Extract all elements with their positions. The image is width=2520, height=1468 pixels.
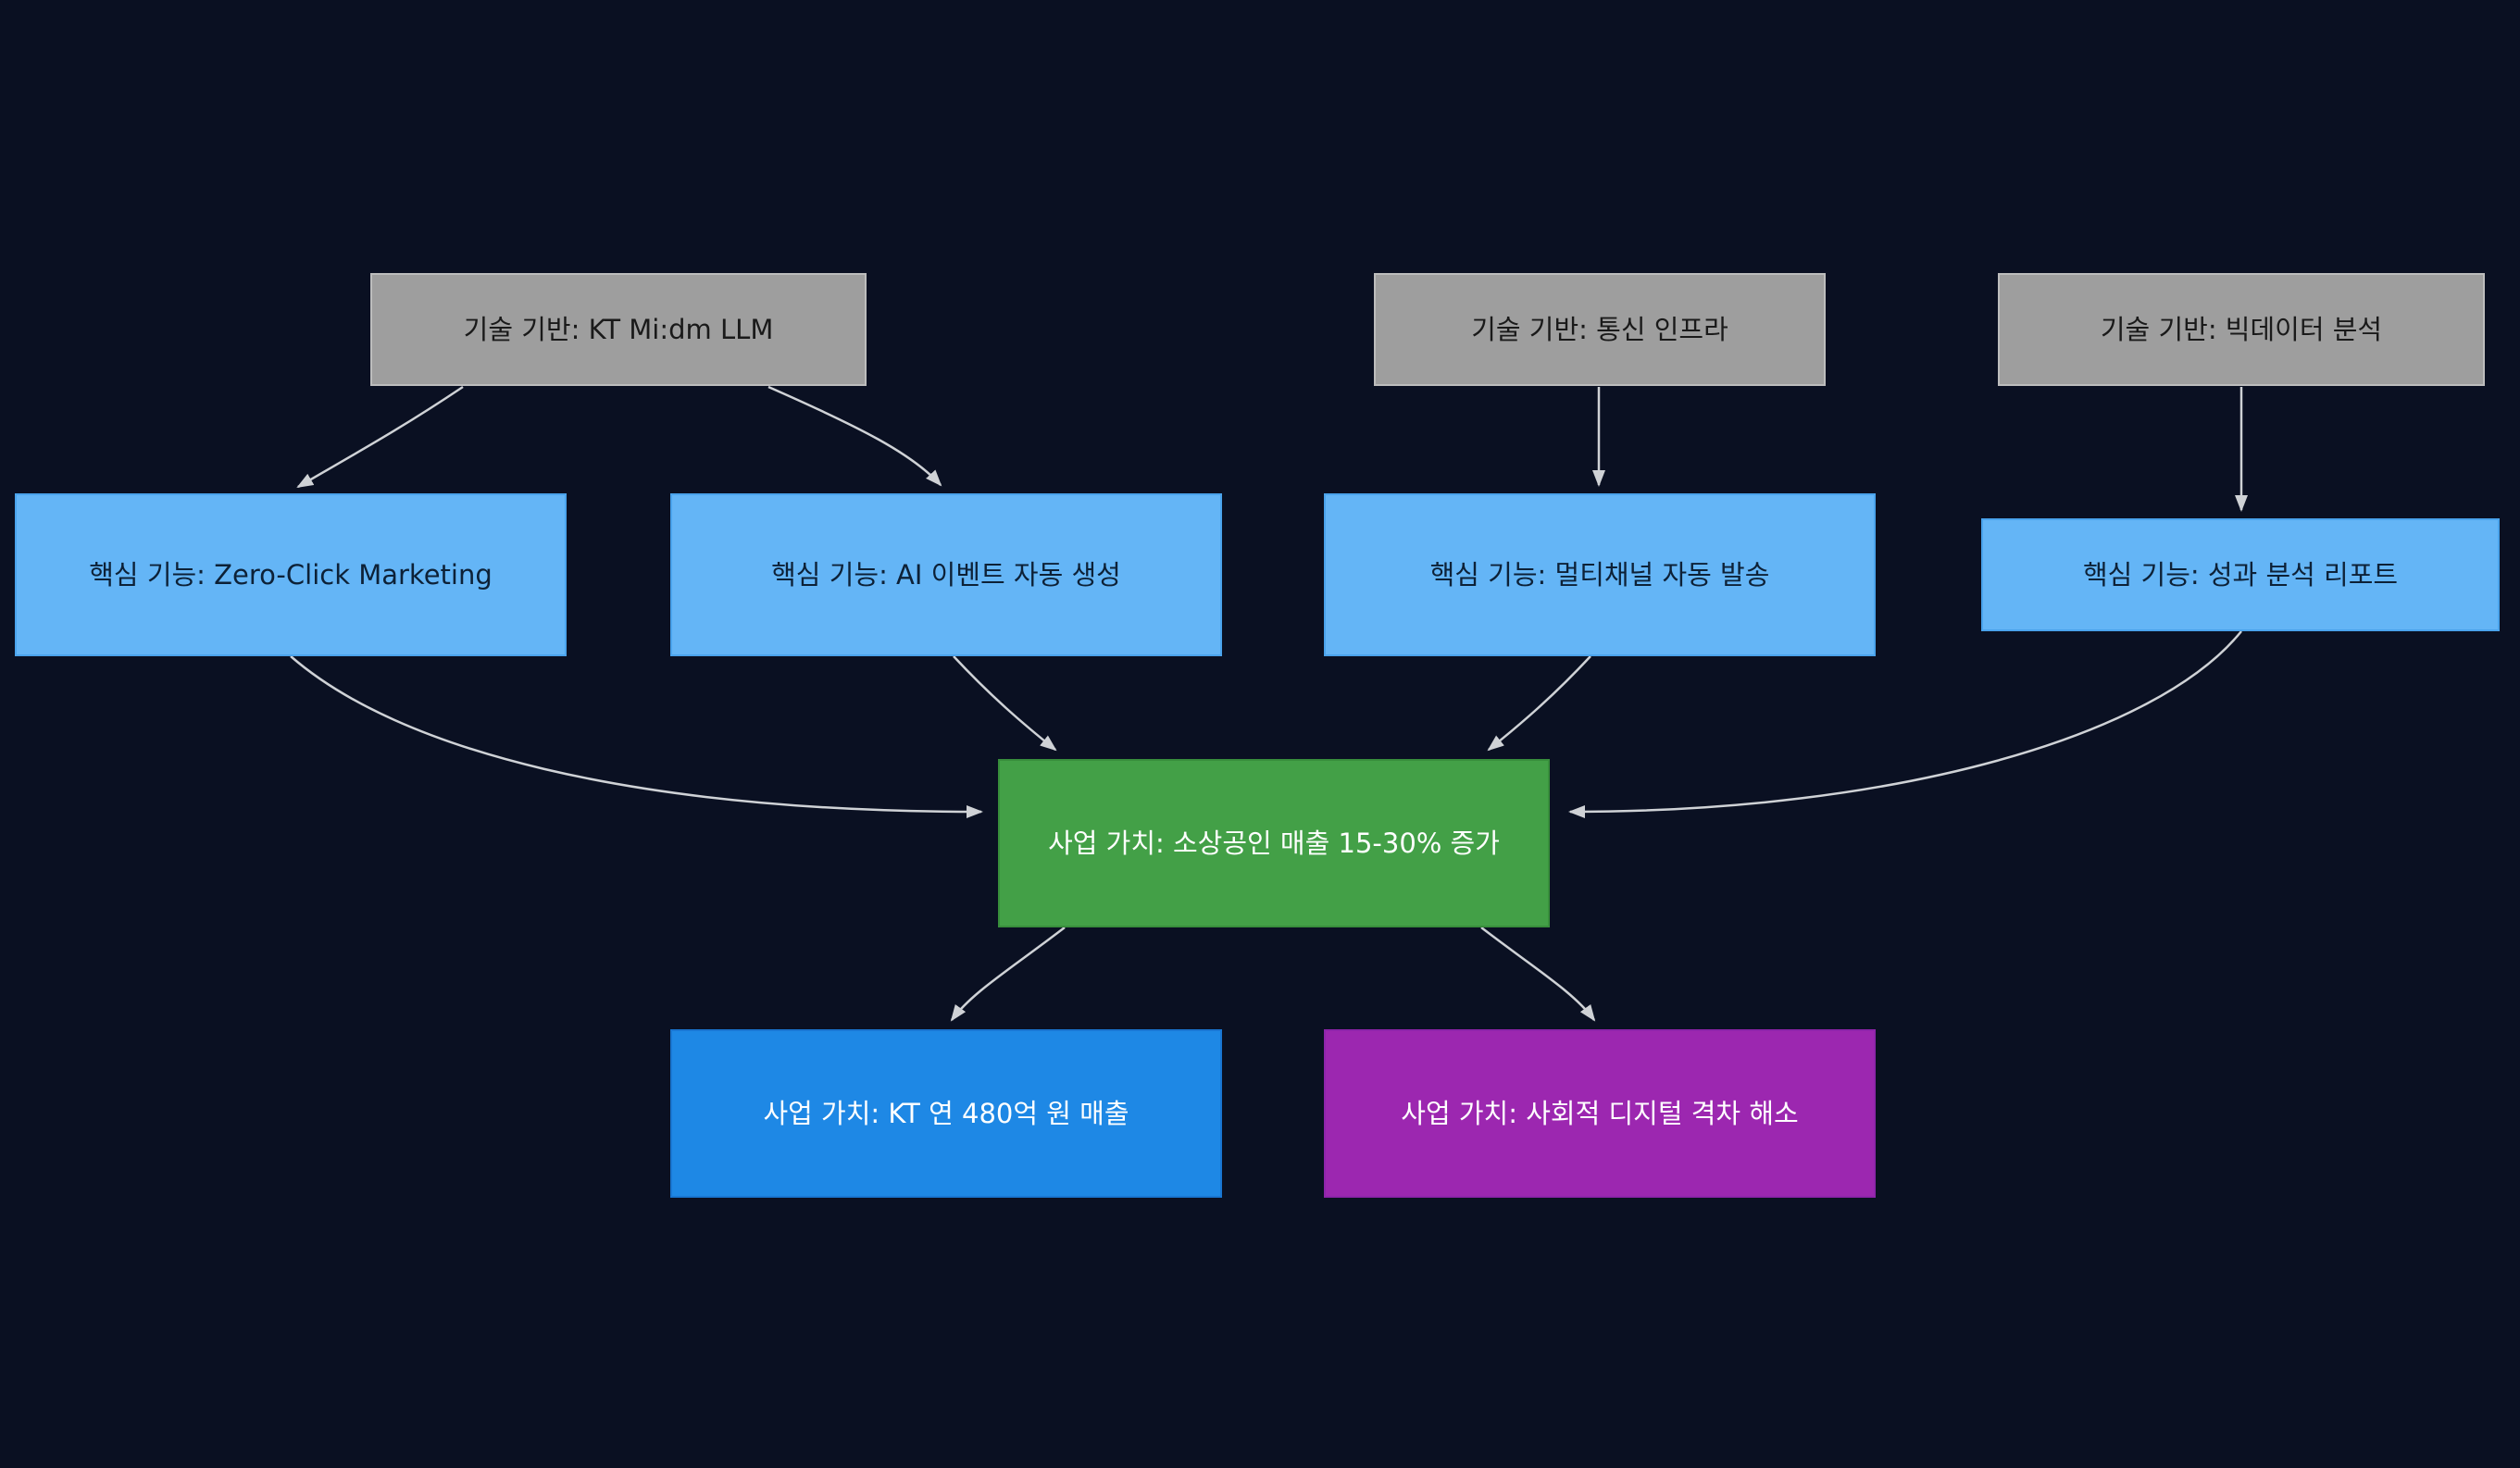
node-tech-network: 기술 기반: 통신 인프라 (1374, 273, 1826, 386)
edge-value-sales-to-value-social (1480, 927, 1596, 1022)
node-tech-bigdata-label: 기술 기반: 빅데이터 분석 (2100, 313, 2383, 345)
node-feat-ai-event: 핵심 기능: AI 이벤트 자동 생성 (670, 493, 1222, 656)
node-tech-network-label: 기술 기반: 통신 인프라 (1471, 313, 1728, 345)
node-feat-multichannel: 핵심 기능: 멀티채널 자동 발송 (1324, 493, 1876, 656)
node-value-kt-label: 사업 가치: KT 연 480억 원 매출 (763, 1097, 1129, 1129)
node-value-social-label: 사업 가치: 사회적 디지털 격차 해소 (1401, 1097, 1799, 1129)
node-value-sales-label: 사업 가치: 소상공인 매출 15-30% 증가 (1048, 827, 1500, 859)
edge-feat-report-to-value-sales (1568, 630, 2242, 818)
node-feat-multichannel-label: 핵심 기능: 멀티채널 자동 발송 (1429, 558, 1770, 591)
node-value-sales: 사업 가치: 소상공인 매출 15-30% 증가 (998, 759, 1550, 927)
node-feat-zeroclick: 핵심 기능: Zero-Click Marketing (15, 493, 567, 656)
node-feat-report-label: 핵심 기능: 성과 분석 리포트 (2082, 558, 2399, 591)
node-feat-zeroclick-label: 핵심 기능: Zero-Click Marketing (89, 558, 493, 591)
edge-feat-multichannel-to-value-sales (1487, 655, 1591, 752)
edge-value-sales-to-value-kt (950, 927, 1066, 1022)
node-value-social: 사업 가치: 사회적 디지털 격차 해소 (1324, 1029, 1876, 1198)
edge-feat-zeroclick-to-value-sales (290, 655, 983, 818)
node-tech-llm-label: 기술 기반: KT Mi:dm LLM (463, 313, 774, 345)
node-tech-bigdata: 기술 기반: 빅데이터 분석 (1998, 273, 2485, 386)
edge-tech-llm-to-feat-ai-event (767, 385, 942, 487)
node-tech-llm: 기술 기반: KT Mi:dm LLM (370, 273, 867, 386)
node-value-kt: 사업 가치: KT 연 480억 원 매출 (670, 1029, 1222, 1198)
edge-feat-ai-event-to-value-sales (953, 655, 1057, 752)
edge-tech-llm-to-feat-zeroclick (296, 385, 464, 489)
node-feat-report: 핵심 기능: 성과 분석 리포트 (1981, 518, 2500, 631)
node-feat-ai-event-label: 핵심 기능: AI 이벤트 자동 생성 (771, 558, 1121, 591)
